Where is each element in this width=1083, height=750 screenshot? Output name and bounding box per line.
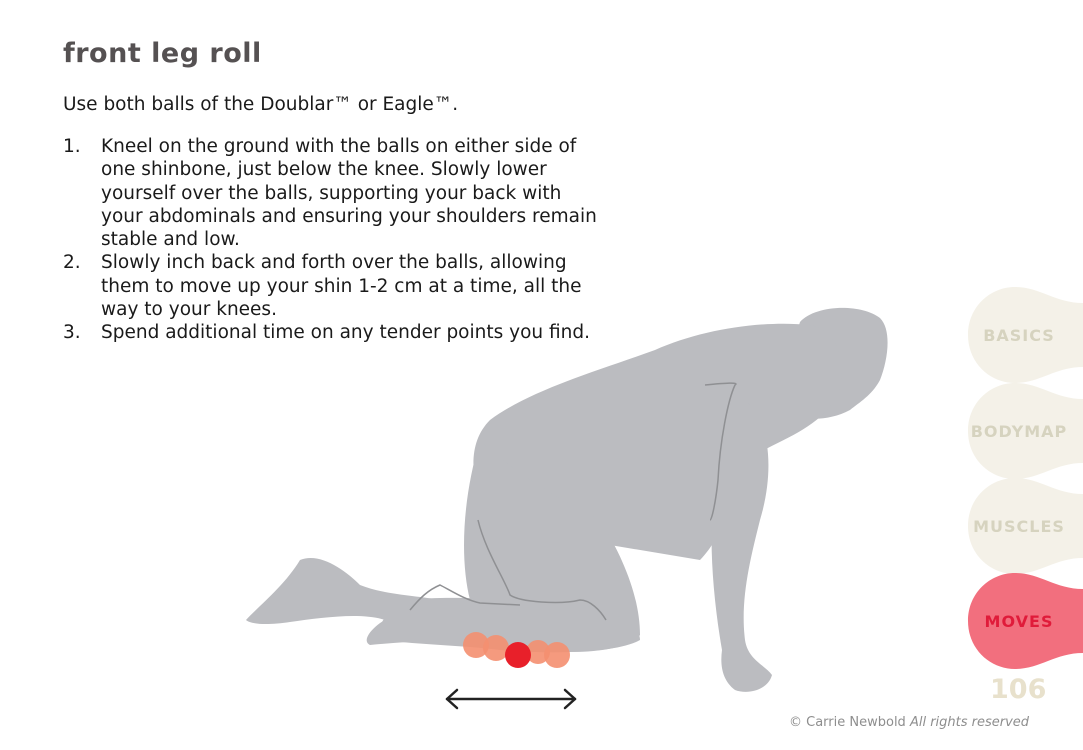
tab-moves[interactable]: MOVES bbox=[965, 571, 1083, 671]
kneeling-person-silhouette bbox=[246, 307, 888, 692]
tab-shape-bodymap bbox=[968, 383, 1083, 479]
tab-label: MOVES bbox=[984, 611, 1054, 631]
tab-label: BASICS bbox=[983, 325, 1055, 345]
intro-text: Use both balls of the Doublar™ or Eagle™… bbox=[63, 94, 459, 115]
step-number: 3. bbox=[63, 322, 81, 344]
massage-balls bbox=[463, 632, 570, 668]
tab-shape-moves bbox=[968, 573, 1083, 669]
tab-muscles[interactable]: MUSCLES bbox=[965, 476, 1083, 576]
step-number: 2. bbox=[63, 252, 81, 274]
tab-shape-basics bbox=[968, 287, 1083, 383]
copyright-owner: © Carrie Newbold bbox=[789, 715, 906, 730]
step-item: 2. Slowly inch back and forth over the b… bbox=[63, 251, 603, 321]
tab-label: MUSCLES bbox=[973, 516, 1065, 536]
copyright-notice: © Carrie Newbold All rights reserved bbox=[789, 715, 1029, 730]
step-text: Spend additional time on any tender poin… bbox=[101, 322, 591, 344]
tab-shape-muscles bbox=[968, 478, 1083, 574]
page-number: 106 bbox=[990, 674, 1047, 705]
step-number: 1. bbox=[63, 136, 81, 157]
instruction-steps: 1. Kneel on the ground with the balls on… bbox=[63, 135, 603, 345]
tab-basics[interactable]: BASICS bbox=[965, 285, 1083, 385]
step-item: 1. Kneel on the ground with the balls on… bbox=[63, 135, 603, 251]
step-text: Slowly inch back and forth over the ball… bbox=[101, 252, 582, 321]
step-text: Kneel on the ground with the balls on ei… bbox=[101, 136, 597, 251]
muscle-outline-lines bbox=[409, 382, 737, 621]
tab-label: BODYMAP bbox=[970, 421, 1068, 441]
page-title: front leg roll bbox=[63, 38, 262, 69]
step-item: 3. Spend additional time on any tender p… bbox=[63, 321, 603, 344]
double-headed-arrow-icon bbox=[445, 688, 577, 710]
tab-bodymap[interactable]: BODYMAP bbox=[965, 381, 1083, 481]
rights-reserved: All rights reserved bbox=[909, 715, 1030, 730]
